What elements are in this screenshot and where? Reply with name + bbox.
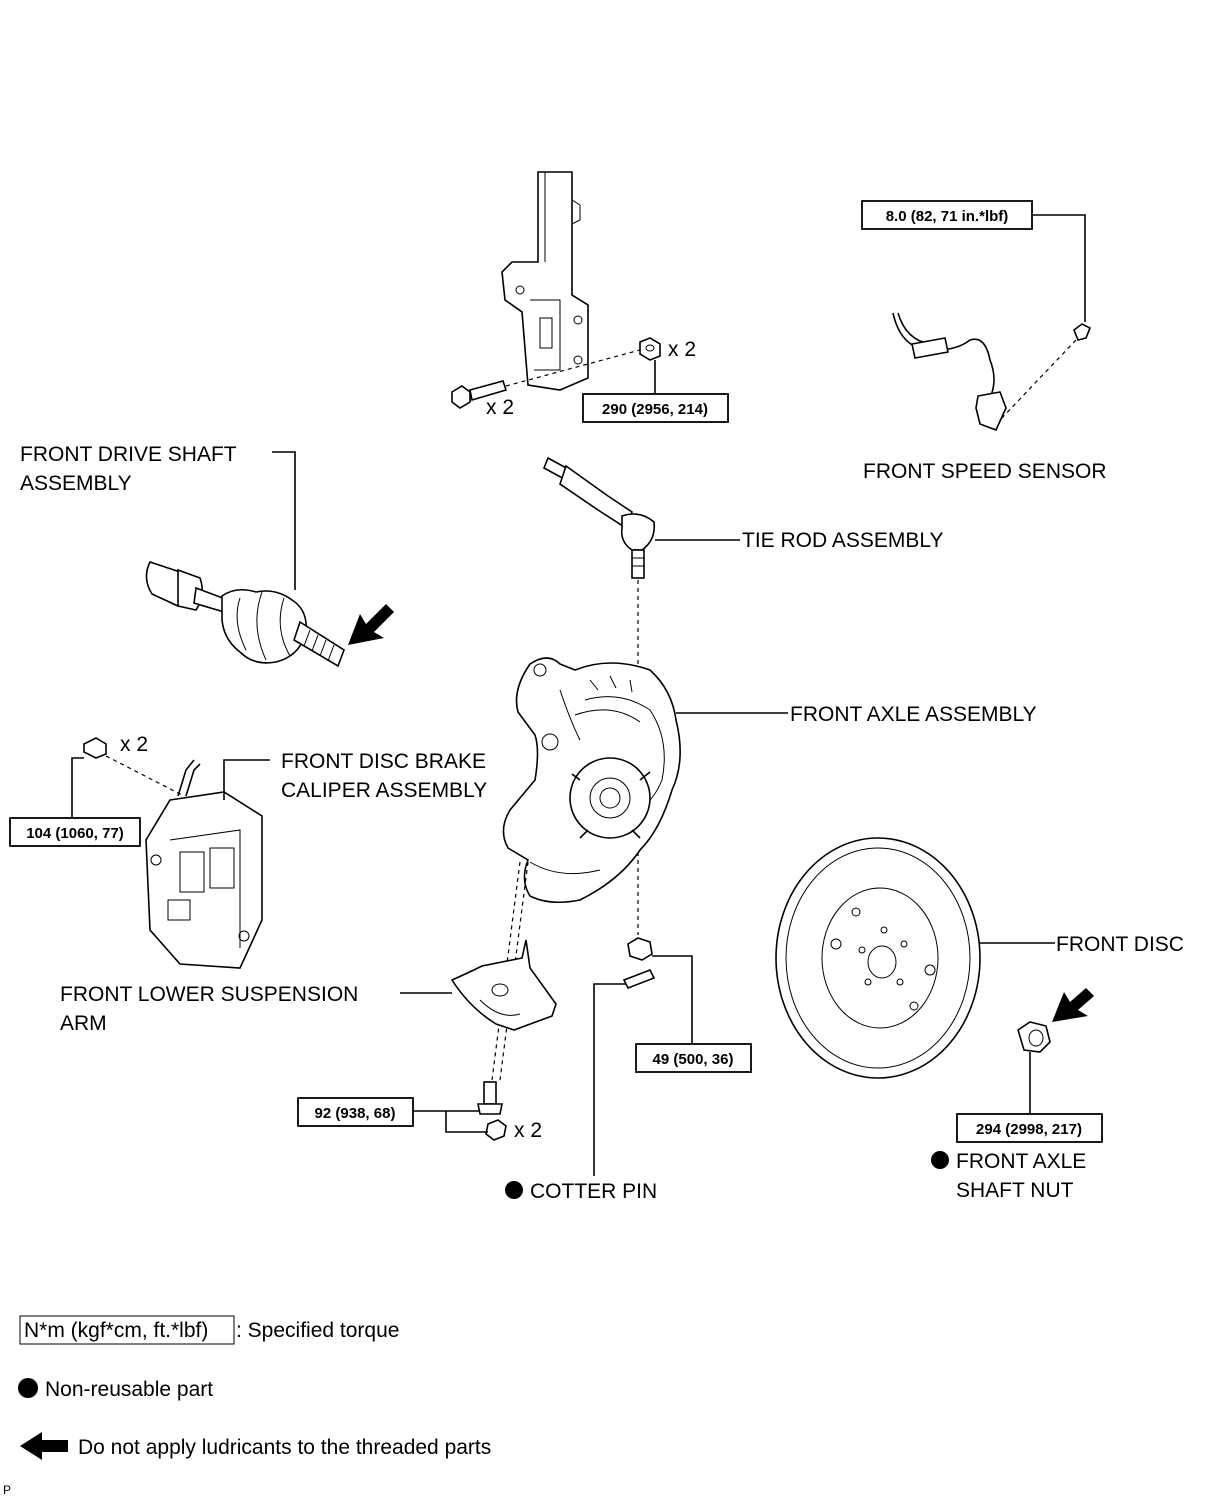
front-drive-shaft-label-line2: ASSEMBLY	[20, 472, 132, 495]
no-lubricant-arrow-icon	[348, 604, 394, 645]
front-drive-shaft-label-line1: FRONT DRIVE SHAFT	[20, 443, 237, 466]
strut-assembly-drawing	[501, 171, 589, 391]
legend-torque-description: : Specified torque	[236, 1319, 399, 1342]
front-axle-shaft-nut-drawing	[1017, 1021, 1051, 1053]
non-reusable-dot-icon	[931, 1151, 949, 1169]
no-lubricant-arrow-icon	[1052, 988, 1094, 1022]
strut-nut-quantity: x 2	[668, 338, 696, 361]
strut-bolt-torque: 290 (2956, 214)	[602, 401, 708, 418]
lower-arm-label-line2: ARM	[60, 1012, 107, 1035]
axle-nut-label-line2: SHAFT NUT	[956, 1179, 1074, 1202]
speed-sensor-torque: 8.0 (82, 71 in.*lbf)	[886, 208, 1009, 225]
lower-arm-nut-quantity: x 2	[514, 1119, 542, 1142]
strut-nut-drawing	[639, 337, 661, 361]
caliper-bolt-torque-box	[9, 817, 141, 847]
non-reusable-dot-icon	[505, 1181, 523, 1199]
legend-non-reusable-dot-icon	[18, 1378, 38, 1398]
tie-rod-nut-torque: 49 (500, 36)	[653, 1051, 734, 1068]
strut-bolt-torque-box	[582, 393, 729, 423]
strut-bolt-quantity: x 2	[486, 396, 514, 419]
caliper-label-line2: CALIPER ASSEMBLY	[281, 779, 487, 802]
front-axle-assembly-label: FRONT AXLE ASSEMBLY	[790, 703, 1037, 726]
front-speed-sensor-label: FRONT SPEED SENSOR	[863, 460, 1107, 483]
legend-torque-box-text: N*m (kgf*cm, ft.*lbf)	[24, 1319, 208, 1342]
cotter-pin-label: COTTER PIN	[530, 1180, 657, 1203]
strut-bolt-drawing	[451, 380, 508, 409]
legend-arrow-icon	[20, 1432, 68, 1460]
lower-arm-nut-drawing	[485, 1119, 507, 1141]
front-drive-shaft-drawing	[145, 561, 345, 668]
lower-arm-torque-box	[297, 1097, 414, 1127]
front-disc-drawing	[775, 837, 981, 1079]
legend-no-lubricant-text: Do not apply ludricants to the threaded …	[78, 1436, 491, 1459]
axle-nut-torque-box	[956, 1113, 1103, 1143]
front-disc-label: FRONT DISC	[1056, 933, 1184, 956]
caliper-bolt-quantity: x 2	[120, 733, 148, 756]
front-axle-assembly-drawing	[502, 657, 681, 904]
front-disc-brake-caliper-drawing	[145, 759, 263, 969]
lower-arm-torque: 92 (938, 68)	[315, 1105, 396, 1122]
tie-rod-nut-torque-box	[635, 1043, 752, 1073]
caliper-label-line1: FRONT DISC BRAKE	[281, 750, 486, 773]
axle-nut-torque: 294 (2998, 217)	[976, 1121, 1082, 1138]
front-lower-suspension-arm-drawing	[450, 939, 557, 1031]
tie-rod-assembly-label: TIE ROD ASSEMBLY	[742, 529, 944, 552]
cotter-pin-drawing	[622, 968, 656, 990]
caliper-bolt-torque: 104 (1060, 77)	[26, 825, 124, 842]
tie-rod-assembly-drawing	[542, 456, 656, 579]
axle-nut-label-line1: FRONT AXLE	[956, 1150, 1086, 1173]
corner-mark: P	[3, 1483, 11, 1497]
lower-arm-label-line1: FRONT LOWER SUSPENSION	[60, 983, 358, 1006]
speed-sensor-bolt-drawing	[1073, 323, 1092, 341]
legend-non-reusable-text: Non-reusable part	[45, 1378, 213, 1401]
lower-arm-bolt-drawing	[477, 1081, 503, 1115]
tie-rod-nut-drawing	[627, 937, 653, 961]
caliper-bolt-drawing	[83, 737, 107, 759]
legend-torque-box	[19, 1315, 235, 1345]
front-speed-sensor-drawing	[892, 312, 1007, 432]
